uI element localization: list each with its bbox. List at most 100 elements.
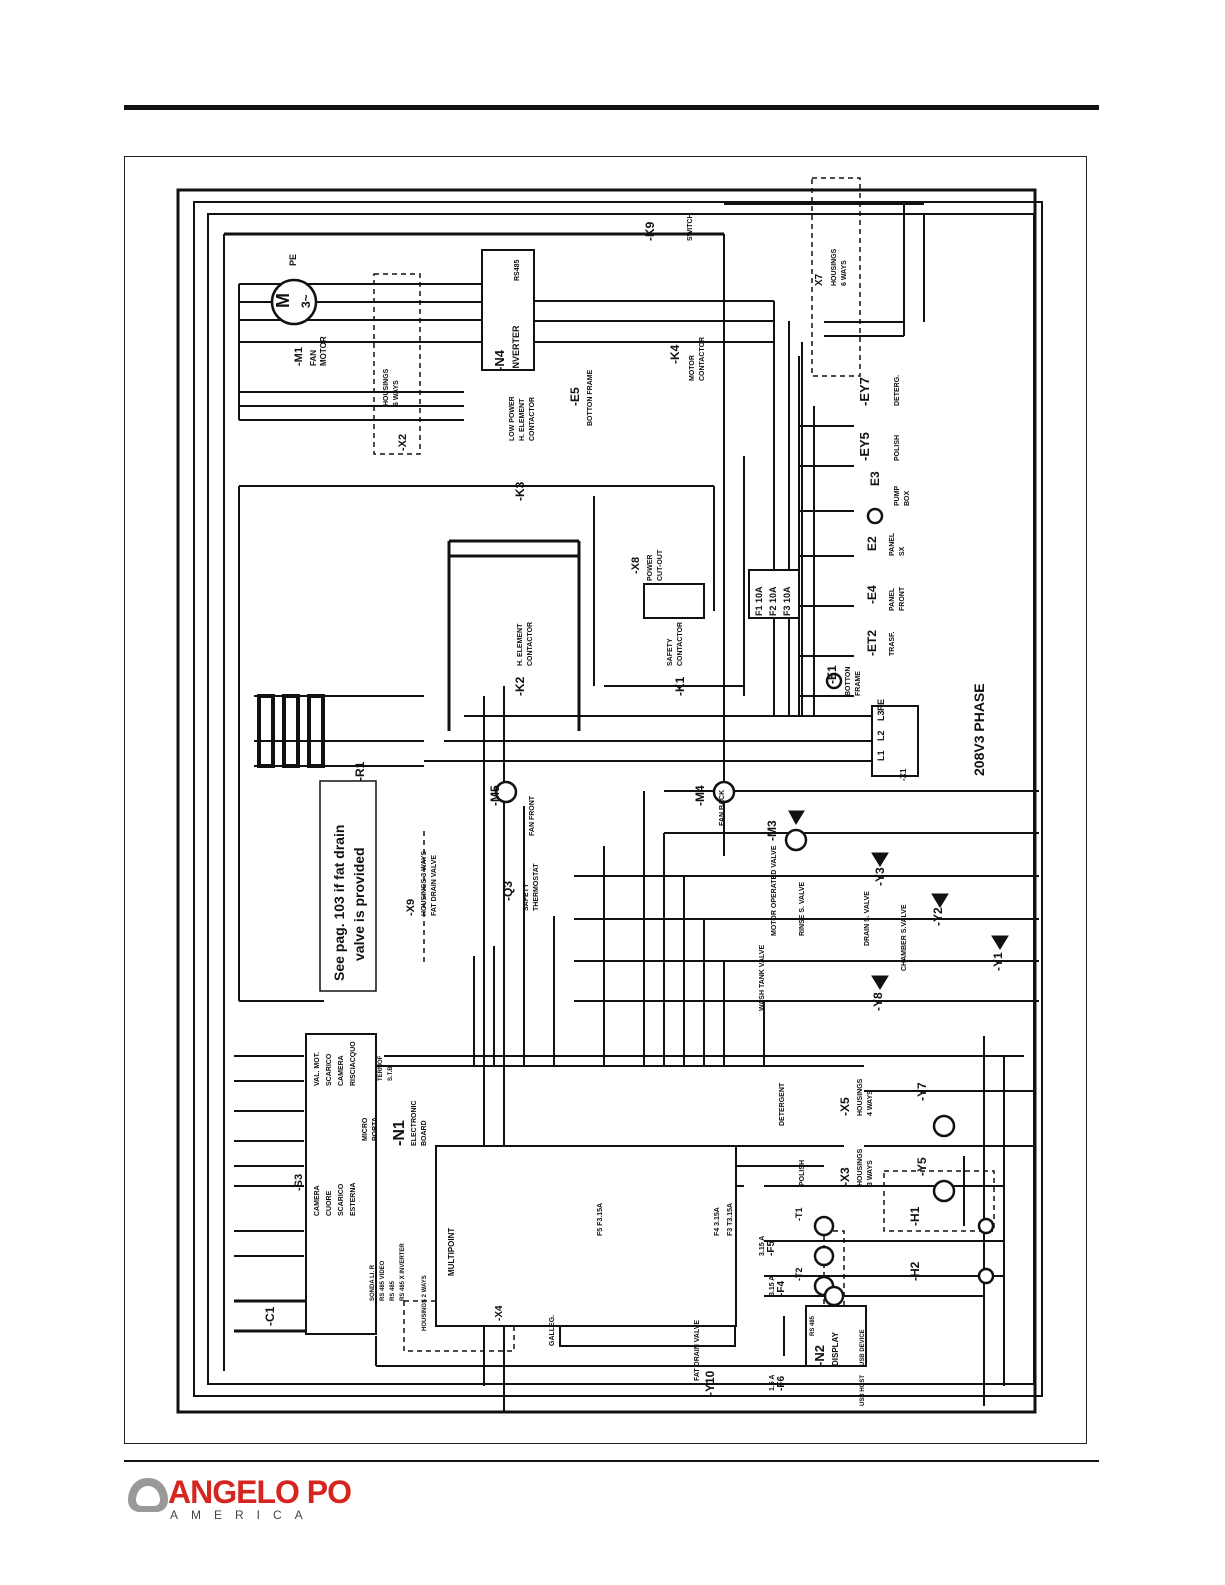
e4-desc: PANEL: [889, 587, 896, 611]
x1-terminal-block: [871, 705, 919, 777]
x7-ref: X7: [814, 273, 825, 286]
x2-housing-box: [373, 273, 421, 455]
board-probe-camera: CAMERA: [314, 1185, 321, 1216]
logo-sub: AMERICA: [170, 1508, 316, 1522]
k3-desc2: H. ELEMENT: [519, 398, 526, 441]
m4-fan-symbol: [712, 780, 736, 804]
n1-desc: ELECTRONIC: [411, 1101, 418, 1147]
x3-desc: HOUSINGS: [857, 1148, 864, 1186]
ey5-ref: -EY5: [857, 432, 872, 461]
x4-desc: HOUSINGS 2 WAYS: [422, 1275, 428, 1331]
n1-desc2: BOARD: [421, 1120, 428, 1146]
k4-desc: MOTOR: [689, 355, 696, 381]
f5-ref: -F5: [766, 1241, 777, 1256]
k9-ref: -K9: [643, 221, 657, 241]
n2-desc: DISPLAY: [831, 1331, 840, 1366]
e4-ref: -E4: [865, 585, 879, 604]
y3-ref: -Y3: [873, 867, 887, 886]
n2-usb-host: USB HOST: [860, 1375, 866, 1406]
x7-desc: HOUSINGS: [831, 248, 838, 286]
board-probe-cuore: CUORE: [326, 1190, 333, 1216]
m1-sym2: 3~: [299, 294, 313, 308]
k3-desc: LOW POWER: [509, 396, 516, 441]
s3-ref: -S3: [293, 1174, 305, 1191]
note-box: [319, 780, 377, 992]
e4-desc2: FRONT: [899, 586, 906, 611]
board-input-valmot: VAL. MOT.: [314, 1052, 321, 1086]
x8-cutout-box: [643, 583, 705, 619]
fuse-f3: F3 10A: [782, 586, 792, 616]
x5-desc: HOUSINGS: [857, 1078, 864, 1116]
x5-desc2: 4 WAYS: [867, 1090, 874, 1116]
y1-valve-icon: [991, 935, 1009, 950]
f4-rating: 3.15 A: [769, 1276, 776, 1296]
y2-desc: DRAIN S. VALVE: [864, 891, 871, 946]
n4-inverter-box: [481, 249, 535, 371]
n2-display-box: [805, 1305, 867, 1367]
mains-l3: L3: [876, 710, 886, 721]
m4-desc: FAN BACK: [719, 790, 726, 826]
m1-motor-symbol: [270, 278, 318, 326]
x9-desc2: FAT DRAIN VALVE: [431, 855, 438, 916]
r1-heating-element: [257, 694, 275, 768]
y7-ref: -Y7: [915, 1082, 929, 1101]
ey7-desc: DETERG.: [894, 375, 901, 406]
e5-ref: -E5: [568, 387, 582, 406]
e2-desc2: SX: [899, 546, 906, 556]
mains-pe: PE: [876, 699, 886, 711]
ey7-ref: -EY7: [857, 377, 872, 406]
x1-label: -X1: [899, 768, 908, 781]
board-input-porta: PORTA: [372, 1117, 379, 1141]
x2-ref: -X2: [397, 434, 409, 451]
m4-ref: -M4: [693, 785, 707, 806]
x8-ref: -X8: [630, 557, 642, 574]
x3-desc2: 3 WAYS: [867, 1160, 874, 1186]
x7-housing-box: [811, 177, 861, 377]
fuse-f1: F1 10A: [754, 586, 764, 616]
k1-ref: -K1: [673, 676, 687, 696]
k3-desc3: CONTACTOR: [529, 397, 536, 441]
f6-ref: -F6: [776, 1376, 787, 1391]
n4-desc: INVERTER: [511, 325, 521, 371]
x9-desc: HOUSINGS 3 WAYS: [421, 851, 428, 916]
x5-ref: -X5: [838, 1097, 852, 1116]
e1-desc: BOTTON: [845, 667, 852, 696]
y3-valve-icon: [871, 852, 889, 867]
e3-desc2: BOX: [904, 491, 911, 507]
y8-ref: -Y8: [871, 992, 885, 1011]
k2-ref: -K2: [513, 676, 527, 696]
m1-desc2: MOTOR: [319, 336, 328, 366]
y8-desc: WASH TANK VALVE: [759, 945, 766, 1011]
m1-sym: M: [273, 293, 293, 308]
x3-ref: -X3: [838, 1167, 852, 1186]
y1-ref: -Y1: [991, 952, 1005, 971]
e1-desc2: FRAME: [855, 671, 862, 696]
e3-ground-symbol: [866, 507, 884, 525]
m3-ref: -M3: [765, 820, 779, 841]
e3-desc: PUMP: [894, 485, 901, 506]
k1-desc2: CONTACTOR: [677, 622, 684, 666]
phase-label: 208V3 PHASE: [971, 683, 987, 776]
k4-ref: -K4: [668, 344, 682, 364]
x2-desc: HOUSINGS: [383, 368, 390, 406]
e2-desc: PANEL: [889, 532, 896, 556]
y1-desc: CHAMBER S.VALVE: [901, 904, 908, 971]
h2-ref: -H2: [908, 1261, 922, 1281]
k1-desc: SAFETY: [667, 638, 674, 666]
m1-pe: PE: [288, 254, 298, 266]
c1-ref: -C1: [263, 1306, 277, 1326]
board-input-scarico: SCARICO: [326, 1053, 333, 1086]
board-input-camera: CAMERA: [338, 1055, 345, 1086]
x9-ref: -X9: [405, 899, 417, 916]
board-probe-esterna: ESTERNA: [350, 1183, 357, 1216]
board-comm-sonda: SONDA LI. R: [370, 1264, 376, 1301]
m3-valve-icon: [788, 810, 805, 826]
board-galleg: GALLEG.: [549, 1315, 556, 1346]
n1-ref: -N1: [391, 1120, 408, 1146]
logo-brand: ANGELO PO: [168, 1474, 352, 1510]
y7-pump-symbol: [932, 1114, 956, 1138]
n1-electronic-board: [305, 1033, 377, 1335]
wiring-diagram: -M1 FAN MOTOR M 3~ PE -X2 HOUSINGS 6 WAY…: [176, 177, 1043, 1414]
k4-desc2: CONTACTOR: [699, 337, 706, 381]
bottom-rule: [124, 1460, 1099, 1462]
